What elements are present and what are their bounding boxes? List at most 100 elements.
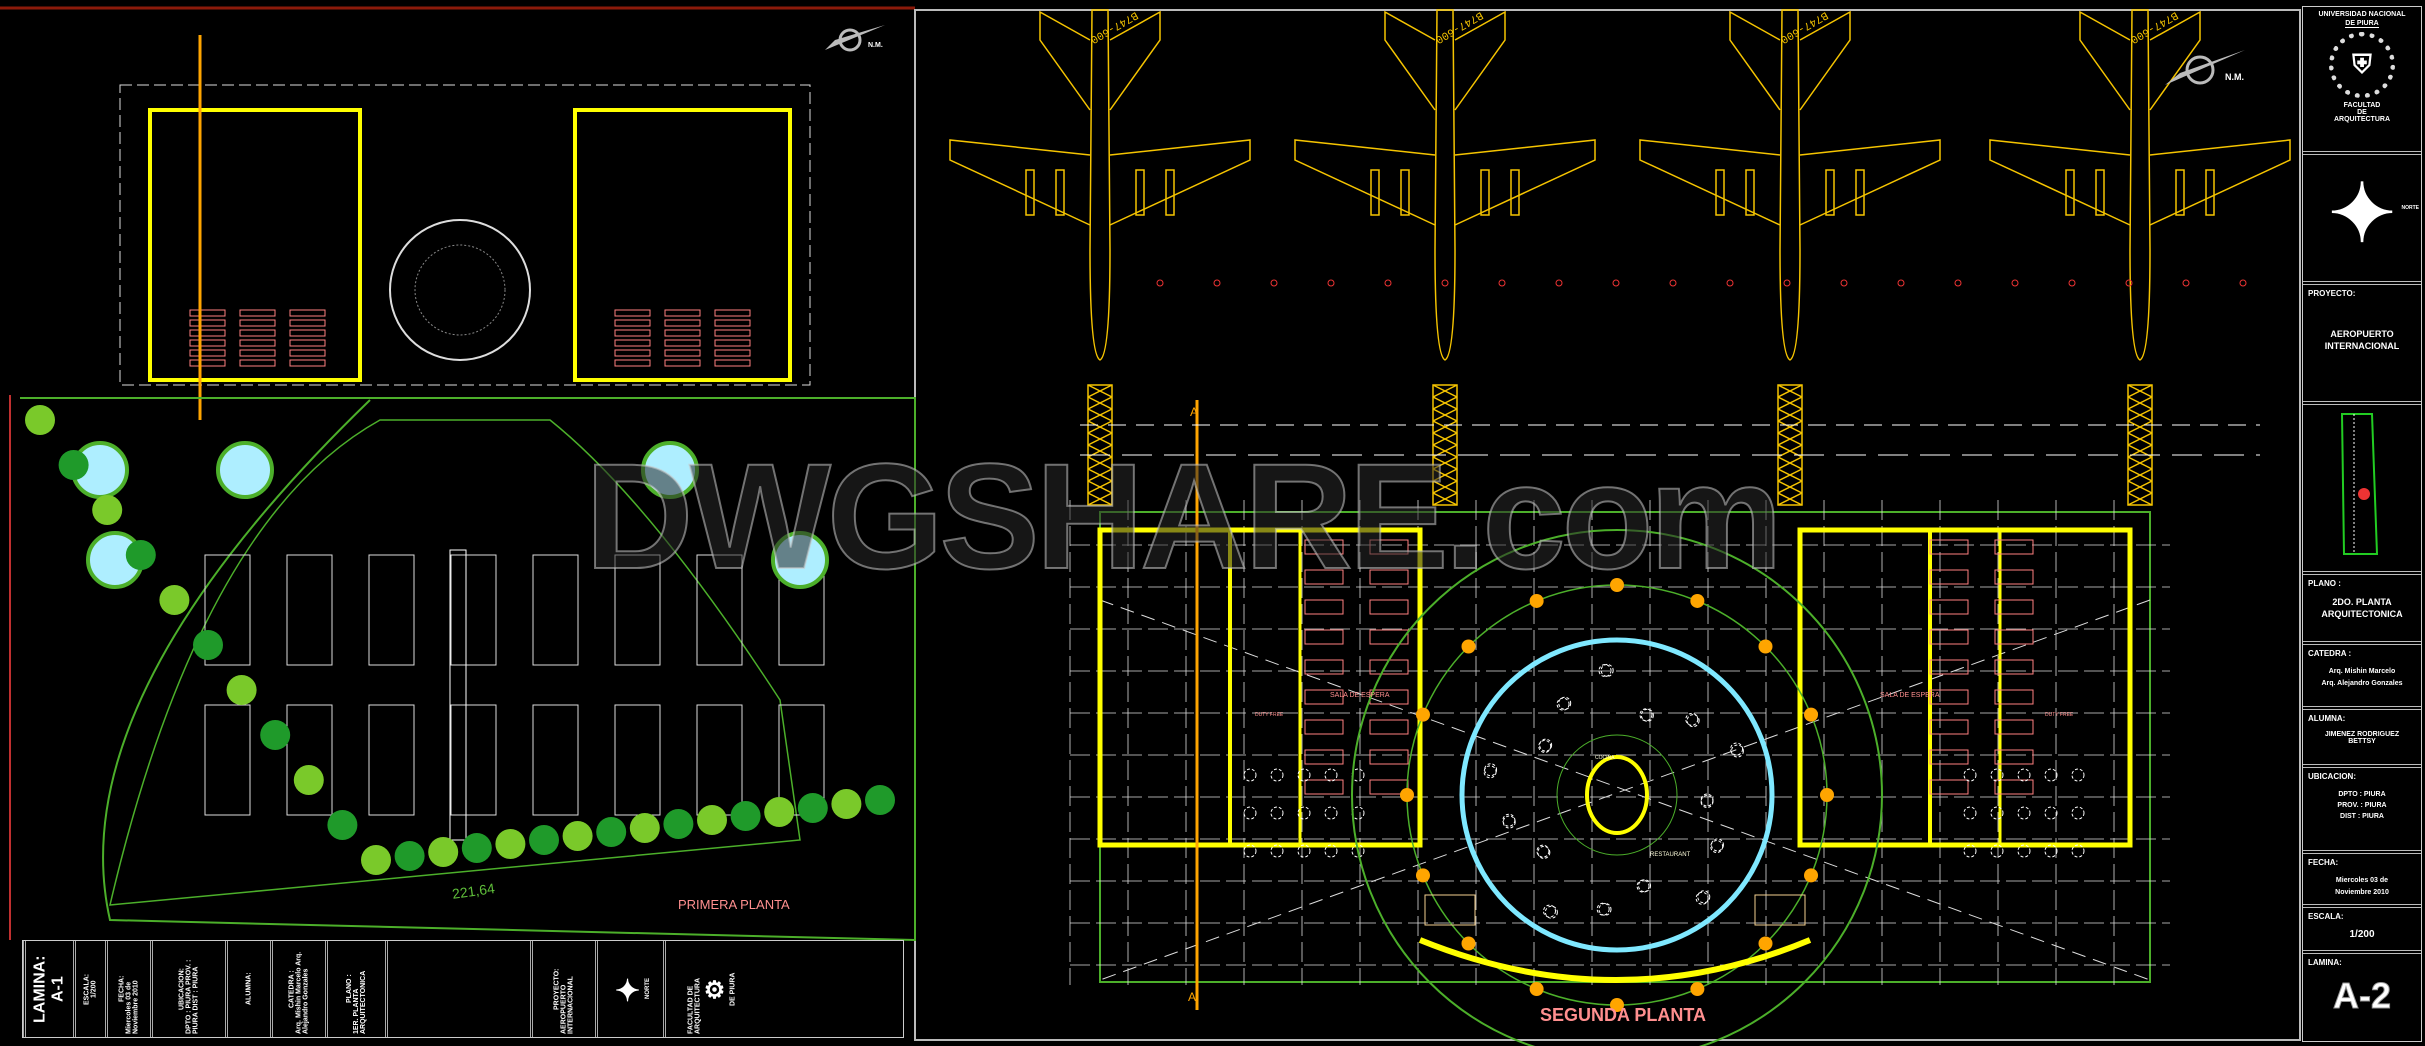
jet-bridge-truss (1087, 432, 1113, 446)
apron-marker (1270, 279, 1278, 287)
column (1690, 982, 1705, 997)
restaurant-table (1710, 838, 1724, 852)
restaurant-table (1596, 902, 1610, 916)
table-set (1351, 768, 1365, 782)
jet-bridge-truss (2127, 408, 2153, 422)
sheet-number: LAMINA:A-1 (23, 941, 73, 1037)
parking-bay (532, 704, 579, 816)
table-set (1243, 768, 1257, 782)
table-set (2017, 844, 2031, 858)
fountain (771, 531, 829, 589)
seats (289, 319, 326, 327)
jet-bridge-frame (1777, 384, 1803, 506)
stair (1424, 894, 1476, 926)
aircraft-engine (1025, 169, 1035, 216)
seats (189, 339, 226, 347)
apron-marker (1840, 279, 1848, 287)
table-set (1351, 844, 1365, 858)
table-set (1963, 844, 1977, 858)
aircraft-engine (1825, 169, 1835, 216)
table-set (1963, 806, 1977, 820)
sheet-label: LAMINA: (2308, 958, 2342, 967)
key-plan-cell (2303, 405, 2421, 575)
tree (394, 841, 425, 871)
dept-value: DPTO : PIURA (2338, 791, 2386, 798)
seats (714, 339, 751, 347)
waiting-seats (1369, 749, 1409, 765)
seats (614, 309, 651, 317)
teacher-1: Arq. Mishin Marcelo (2328, 668, 2396, 675)
parking-bay (614, 704, 661, 816)
date-cell: FECHA:Miercoles 03 de Noviembre 2010 (105, 941, 150, 1037)
location-label: UBICACION: (2308, 772, 2356, 781)
restaurant-table (1537, 845, 1551, 859)
table-set (1270, 806, 1284, 820)
aircraft-engine (2095, 169, 2105, 216)
left-plan-title: PRIMERA PLANTA (678, 897, 790, 912)
sheet-value: A-2 (2332, 975, 2391, 1017)
jet-bridge-truss (1087, 396, 1113, 410)
parking-bay (368, 704, 415, 816)
tree (327, 810, 358, 840)
jet-bridge-truss (2127, 480, 2153, 494)
student-label: ALUMNA: (245, 972, 253, 1006)
tree (125, 540, 156, 570)
jet-bridge-truss (1432, 432, 1458, 446)
aircraft-engine (2065, 169, 2075, 216)
university-cell: FACULTAD DE ARQUITECTURA⚙DE PIURA (663, 941, 758, 1037)
parking-bay (286, 554, 333, 666)
north-cell: ✦NORTE (595, 941, 663, 1037)
waiting-seats (1929, 569, 1969, 585)
column (1758, 639, 1773, 654)
jet-bridge (2127, 384, 2153, 506)
plan-cell: PLANO :1ER. PLANTA ARQUITECTONICA (325, 941, 385, 1037)
waiting-seats (1994, 659, 2034, 675)
jet-bridge (1087, 384, 1113, 506)
tree (629, 813, 660, 843)
north-arrow-icon: N.M. (2165, 50, 2245, 85)
room-label: COCINA (1595, 755, 1615, 761)
seats (189, 359, 226, 367)
north-label: NORTE (2401, 205, 2420, 211)
center-ring (1556, 734, 1678, 856)
restaurant-table (1639, 708, 1653, 722)
aircraft-engine (1745, 169, 1755, 216)
diagonal-lines (1099, 599, 2151, 981)
faculty-label: FACULTAD (2343, 102, 2381, 109)
restaurant-table (1502, 815, 1516, 829)
seats (614, 329, 651, 337)
jet-bridge-frame (2127, 384, 2153, 506)
seats (239, 339, 276, 347)
jet-bridge-truss (1777, 396, 1803, 410)
north-arrow-label: N.M. (868, 42, 883, 49)
table-set (1243, 806, 1257, 820)
table-set (2071, 806, 2085, 820)
plan-value-2: ARQUITECTONICA (2321, 609, 2403, 619)
chair-cell: CATEDRA : Arq. Mishin Marcelo Arq. Aleja… (2303, 645, 2421, 710)
left-plan-primera-planta (20, 35, 916, 942)
tree (293, 765, 324, 795)
aircraft-tail (1729, 10, 1851, 111)
seats (714, 309, 751, 317)
student-value: JIMENEZ RODRIGUEZ (2324, 731, 2400, 738)
north-star-icon: ✦ (611, 971, 644, 1007)
right-plan-title: SEGUNDA PLANTA (1540, 1005, 1706, 1025)
column (1529, 593, 1544, 608)
room-label: DUTY FREE (1255, 712, 1284, 718)
rotunda (389, 219, 531, 361)
tree (697, 805, 727, 835)
restaurant-table (1556, 697, 1570, 711)
jet-bridge-truss (1777, 384, 1803, 398)
plan-value: 2DO. PLANTA (2332, 597, 2392, 607)
aircraft-engine (1510, 169, 1520, 216)
table-set (1297, 844, 1311, 858)
waiting-seats (1929, 539, 1969, 555)
table-set (1270, 844, 1284, 858)
restaurant-table (1542, 904, 1556, 918)
university-seal-icon: ⚙ (701, 975, 729, 1003)
apron-marker (1498, 279, 1506, 287)
table-set (2071, 844, 2085, 858)
restaurant-table (1598, 664, 1612, 678)
faculty-label: FACULTAD DE ARQUITECTURA (687, 978, 702, 1034)
chair-label: CATEDRA : (288, 970, 296, 1008)
